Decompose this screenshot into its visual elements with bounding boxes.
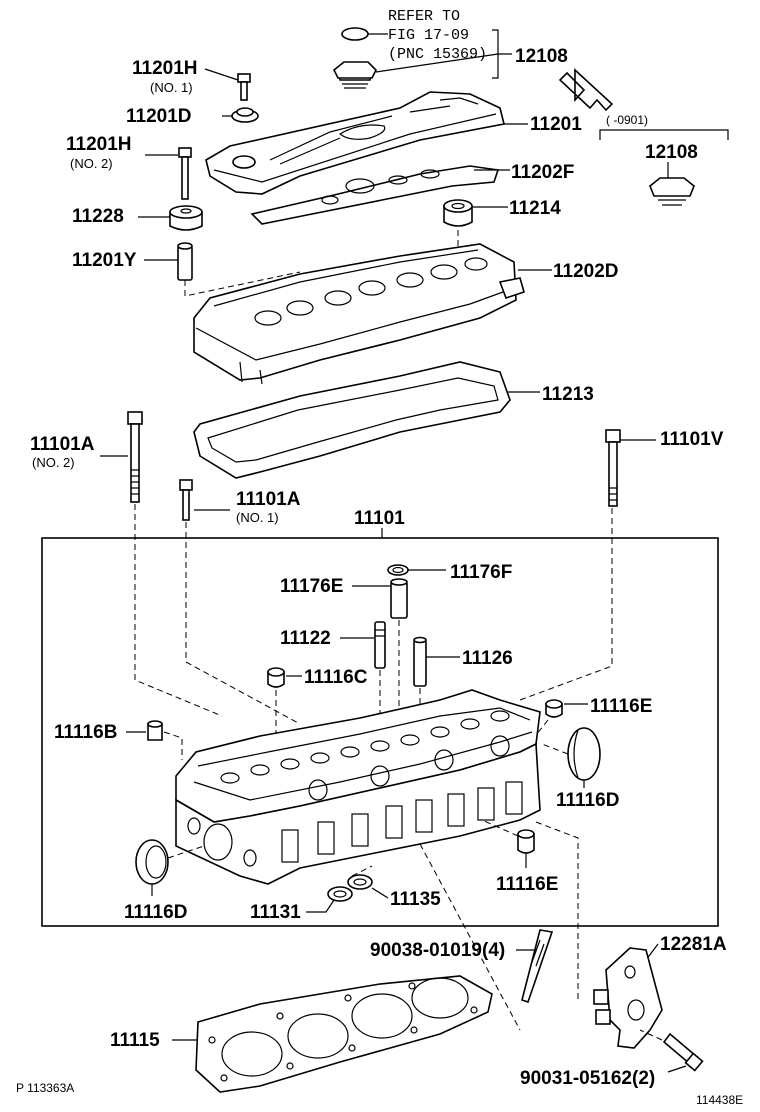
refer-note-line-1: REFER TO bbox=[388, 8, 460, 25]
label-11135: 11135 bbox=[390, 889, 441, 910]
label-11116D-right: 11116D bbox=[556, 790, 619, 811]
label-11101A-no2-sub: (NO. 2) bbox=[32, 455, 75, 470]
label-11176E: 11176E bbox=[280, 576, 343, 597]
guide-11122 bbox=[374, 621, 386, 669]
label-11116B: 11116B bbox=[54, 722, 117, 743]
label-11213: 11213 bbox=[542, 384, 594, 405]
plug-11116D-right bbox=[567, 727, 601, 781]
label-90038: 90038-01019(4) bbox=[370, 940, 505, 961]
refer-note-line-2: FIG 17-09 bbox=[388, 27, 469, 44]
plug-11116E-top bbox=[545, 699, 563, 718]
label-11176F: 11176F bbox=[450, 562, 512, 583]
label-11201H-no2-sub: (NO. 2) bbox=[70, 156, 113, 171]
bolt-11201H-no1 bbox=[237, 73, 251, 101]
plug-11116E-bottom bbox=[517, 829, 535, 854]
label-11201H-no1-sub: (NO. 1) bbox=[150, 80, 193, 95]
label-12108-top: 12108 bbox=[515, 46, 568, 67]
oil-filler-cap-top bbox=[332, 61, 377, 89]
head-bolt-11101A-no2 bbox=[127, 411, 143, 503]
stud-bolt-90038 bbox=[521, 929, 554, 1004]
label-11101V: 11101V bbox=[660, 429, 724, 450]
footer-left-code: P 113363A bbox=[16, 1081, 74, 1095]
label-11201Y: 11201Y bbox=[72, 250, 137, 271]
cylinder-head-cover-11202D bbox=[193, 243, 525, 385]
head-gasket-11115 bbox=[195, 975, 493, 1093]
date-code-bracket bbox=[599, 129, 729, 140]
bracket-12281A bbox=[593, 947, 663, 1049]
label-11131: 11131 bbox=[250, 902, 301, 923]
label-11214: 11214 bbox=[509, 198, 561, 219]
oil-filler-cap-alt bbox=[649, 177, 695, 206]
label-11126: 11126 bbox=[462, 648, 513, 669]
sleeve-11176E bbox=[390, 578, 408, 619]
direction-arrow bbox=[558, 68, 614, 112]
label-11115: 11115 bbox=[110, 1030, 160, 1051]
label-11101A-no1-sub: (NO. 1) bbox=[236, 510, 279, 525]
cylinder-head-group-box bbox=[41, 537, 719, 927]
cylinder-head-cover-11201 bbox=[205, 91, 505, 195]
head-bolt-11101A-no1 bbox=[179, 479, 193, 521]
label-11122: 11122 bbox=[280, 628, 331, 649]
guide-11126 bbox=[413, 636, 427, 687]
label-12281A: 12281A bbox=[660, 934, 727, 955]
label-11101: 11101 bbox=[354, 508, 405, 529]
label-11201: 11201 bbox=[530, 114, 582, 135]
seal-11214 bbox=[443, 199, 473, 227]
seal-11131 bbox=[327, 886, 353, 902]
bolt-11201H-no2 bbox=[178, 147, 192, 200]
date-code: ( -0901) bbox=[606, 113, 648, 127]
label-11116D-left: 11116D bbox=[124, 902, 187, 923]
label-12108-alt: 12108 bbox=[645, 142, 698, 163]
cylinder-head-11101 bbox=[175, 689, 541, 885]
label-11101A-no1: 11101A bbox=[236, 489, 301, 510]
label-11201H-no1: 11201H bbox=[132, 58, 198, 79]
label-11228: 11228 bbox=[72, 206, 124, 227]
label-11116E-bottom: 11116E bbox=[496, 874, 558, 895]
seal-11135 bbox=[347, 874, 373, 890]
grommet-11201D bbox=[231, 107, 259, 123]
refer-note-line-3: (PNC 15369) bbox=[388, 46, 487, 63]
bolt-90031 bbox=[662, 1032, 704, 1072]
plug-11116C bbox=[267, 667, 285, 688]
label-11101A-no2: 11101A bbox=[30, 434, 95, 455]
label-11116C: 11116C bbox=[304, 667, 368, 688]
plug-11116D-left bbox=[135, 839, 169, 885]
refer-note: REFER TO FIG 17-09 (PNC 15369) bbox=[388, 8, 512, 79]
gasket-11202F bbox=[250, 165, 500, 225]
oil-cap-gasket bbox=[341, 27, 369, 41]
washer-11228 bbox=[169, 205, 203, 231]
label-11202D: 11202D bbox=[553, 261, 619, 282]
label-11116E-top: 11116E bbox=[590, 696, 652, 717]
label-11201H-no2: 11201H bbox=[66, 134, 132, 155]
head-bolt-11101V bbox=[605, 429, 621, 507]
sleeve-11201Y bbox=[177, 242, 193, 281]
footer-right-code: 114438E bbox=[696, 1093, 743, 1107]
label-11202F: 11202F bbox=[511, 162, 574, 183]
gasket-11213 bbox=[193, 361, 511, 479]
label-11201D: 11201D bbox=[126, 106, 192, 127]
ring-11176F bbox=[387, 564, 409, 576]
label-90031: 90031-05162(2) bbox=[520, 1068, 655, 1089]
plug-11116B bbox=[147, 720, 163, 741]
